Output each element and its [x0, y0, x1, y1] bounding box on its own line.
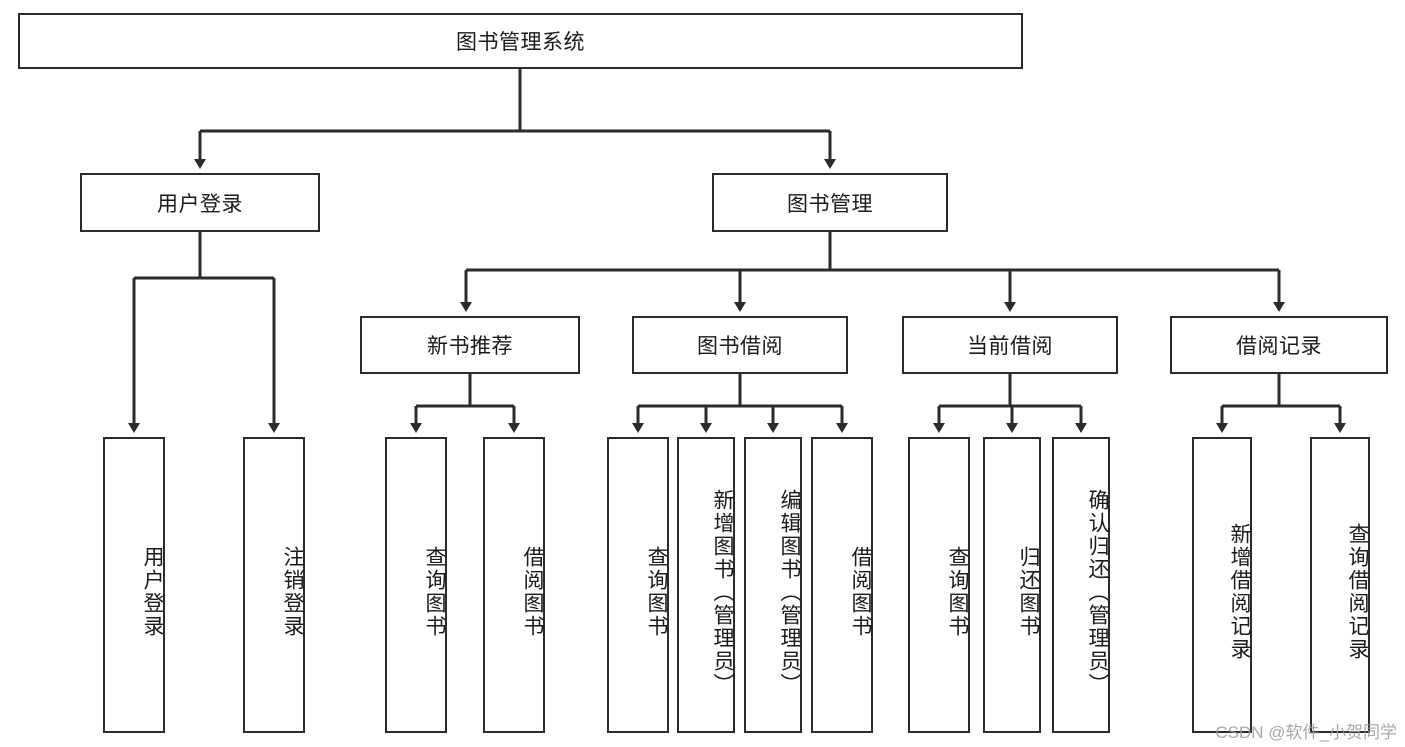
leaf-label: 确认归还（管理员）	[1086, 488, 1109, 696]
node-user-login-label: 用户登录	[157, 192, 243, 216]
node-root[interactable]: 图书管理系统	[18, 13, 1023, 69]
node-new-book-recommend-label: 新书推荐	[427, 335, 513, 358]
node-current-borrow-label: 当前借阅	[967, 335, 1053, 358]
leaf-query-borrow-record[interactable]: 查询借阅记录	[1310, 437, 1370, 733]
node-book-borrow[interactable]: 图书借阅	[632, 316, 848, 374]
leaf-label: 查询图书	[423, 546, 446, 638]
node-book-borrow-label: 图书借阅	[697, 335, 783, 358]
node-current-borrow[interactable]: 当前借阅	[902, 316, 1118, 374]
leaf-user-logout[interactable]: 注销登录	[243, 437, 305, 733]
node-user-login[interactable]: 用户登录	[80, 173, 320, 232]
leaf-borrow-book-new[interactable]: 借阅图书	[483, 437, 545, 733]
leaf-label: 新增图书（管理员）	[711, 488, 734, 696]
leaf-query-book-borrow[interactable]: 查询图书	[607, 437, 669, 733]
leaf-label: 编辑图书（管理员）	[778, 488, 801, 696]
leaf-add-borrow-record[interactable]: 新增借阅记录	[1192, 437, 1252, 733]
node-new-book-recommend[interactable]: 新书推荐	[360, 316, 580, 374]
leaf-label: 查询图书	[946, 546, 969, 638]
leaf-label: 借阅图书	[849, 546, 872, 638]
watermark: CSDN @软件_小贺同学	[1215, 723, 1397, 742]
leaf-label: 查询图书	[645, 546, 668, 638]
leaf-label: 归还图书	[1017, 546, 1040, 638]
leaf-user-login[interactable]: 用户登录	[103, 437, 165, 733]
leaf-return-book[interactable]: 归还图书	[983, 437, 1041, 733]
leaf-confirm-return-admin[interactable]: 确认归还（管理员）	[1052, 437, 1110, 733]
leaf-label: 用户登录	[141, 546, 164, 638]
leaf-add-book-admin[interactable]: 新增图书（管理员）	[677, 437, 735, 733]
leaf-label: 借阅图书	[521, 546, 544, 638]
leaf-query-book-current[interactable]: 查询图书	[908, 437, 970, 733]
leaf-borrow-book[interactable]: 借阅图书	[811, 437, 873, 733]
node-borrow-record-label: 借阅记录	[1236, 335, 1322, 358]
leaf-label: 查询借阅记录	[1346, 523, 1369, 661]
node-borrow-record[interactable]: 借阅记录	[1170, 316, 1388, 374]
leaf-edit-book-admin[interactable]: 编辑图书（管理员）	[744, 437, 802, 733]
leaf-label: 新增借阅记录	[1228, 523, 1251, 661]
leaf-query-book-new[interactable]: 查询图书	[385, 437, 447, 733]
leaf-label: 注销登录	[281, 546, 304, 638]
node-book-management-label: 图书管理	[787, 192, 873, 216]
node-book-management[interactable]: 图书管理	[712, 173, 948, 232]
node-root-label: 图书管理系统	[456, 31, 585, 54]
